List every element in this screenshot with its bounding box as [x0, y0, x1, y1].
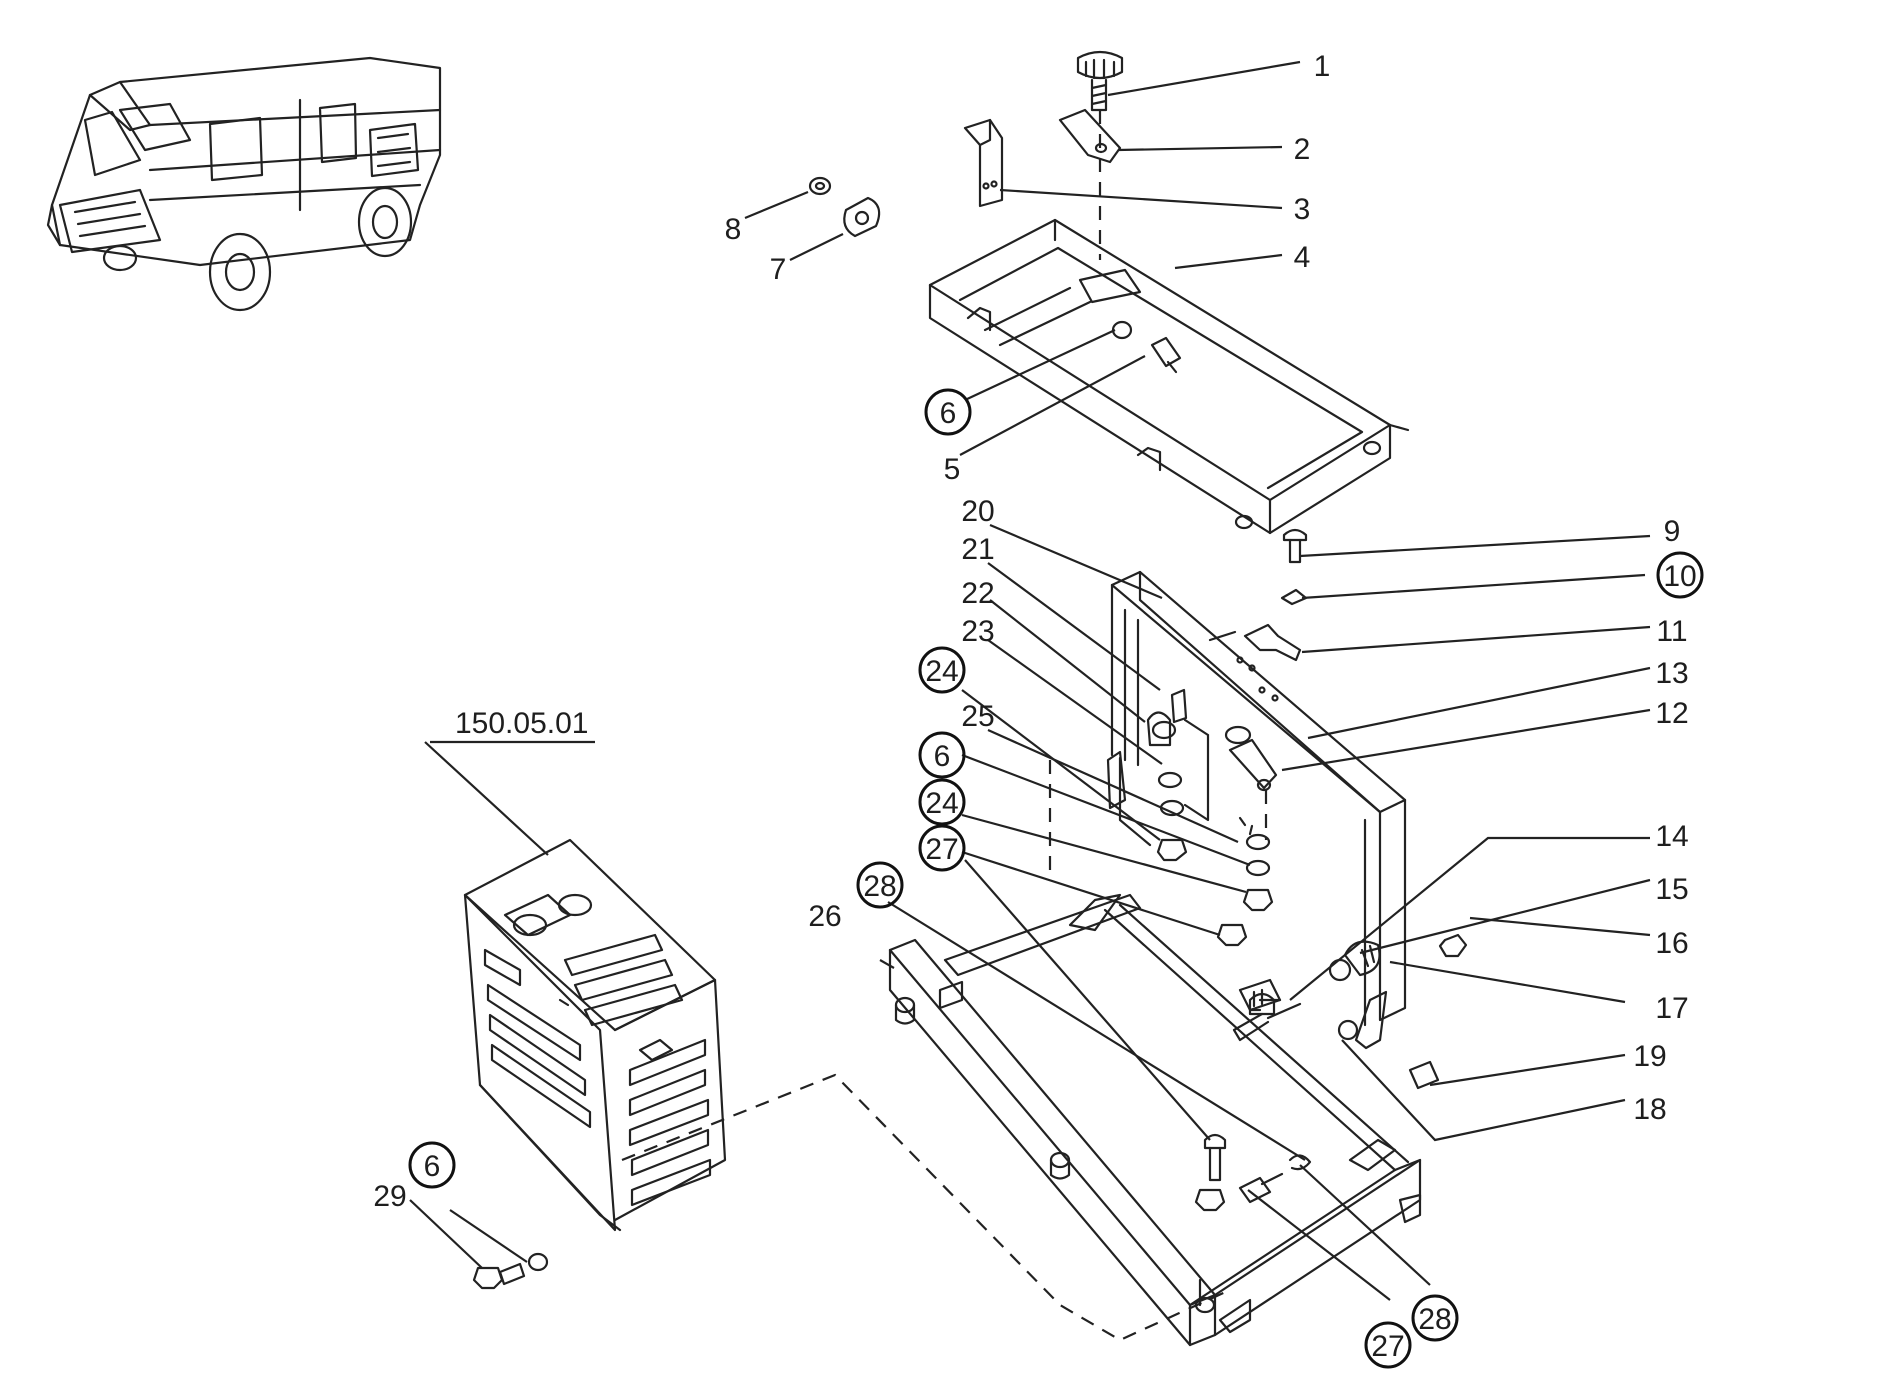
- callout-15: 15: [1655, 873, 1688, 906]
- support-rail: [888, 893, 1422, 1347]
- callout-1: 1: [1314, 50, 1331, 83]
- callout-number: 4: [1294, 241, 1311, 274]
- callout-8: 8: [725, 213, 742, 246]
- callout-number: 2: [1294, 133, 1311, 166]
- callout-10-circled: 10: [1656, 551, 1704, 599]
- callout-number: 3: [1294, 193, 1311, 226]
- callout-number: 17: [1655, 992, 1688, 1025]
- frame-hardware: [1118, 528, 1468, 1090]
- callout-circle: [856, 861, 904, 909]
- callout-14: 14: [1655, 820, 1688, 853]
- callout-26: 26: [808, 900, 841, 933]
- callout-number: 5: [944, 453, 961, 486]
- callout-circle: [408, 1141, 456, 1189]
- callout-2: 2: [1294, 133, 1311, 166]
- rail-hardware: [1194, 1133, 1312, 1212]
- callout-29: 29: [373, 1180, 406, 1213]
- callout-circle: [1364, 1321, 1412, 1369]
- callout-circle: [924, 388, 972, 436]
- assembly-lines: [621, 110, 1268, 1342]
- callout-27-circled: 27: [1364, 1321, 1412, 1369]
- callout-6-circled: 6: [408, 1141, 456, 1189]
- tray-fasteners: [808, 176, 1182, 374]
- callout-circle: [918, 646, 966, 694]
- callout-9: 9: [1664, 515, 1681, 548]
- callout-circle: [1656, 551, 1704, 599]
- callout-circle: [1411, 1294, 1459, 1342]
- cover-fasteners: [472, 1252, 549, 1290]
- callout-number: 11: [1656, 615, 1687, 648]
- callout-number: 6: [940, 397, 957, 430]
- callout-number: 27: [1371, 1330, 1404, 1363]
- callout-24-circled: 24: [918, 778, 966, 826]
- clamp-bolt: [1076, 50, 1124, 112]
- callout-number: 6: [424, 1150, 441, 1183]
- callout-number: 26: [808, 900, 841, 933]
- mounting-frame: [1106, 570, 1407, 1027]
- callout-circle: [918, 824, 966, 872]
- assembly-reference-label: 150.05.01: [455, 707, 588, 740]
- callout-number: 18: [1633, 1093, 1666, 1126]
- callout-number: 14: [1655, 820, 1688, 853]
- callout-23: 23: [961, 615, 994, 648]
- callout-number: 8: [725, 213, 742, 246]
- callout-labels: 1234567891011121314151617181920212223242…: [373, 50, 1704, 1369]
- callout-circle: [918, 731, 966, 779]
- callout-number: 24: [925, 787, 958, 820]
- callout-number: 15: [1655, 873, 1688, 906]
- callout-number: 7: [770, 253, 787, 286]
- callout-number: 16: [1655, 927, 1688, 960]
- callout-number: 28: [863, 870, 896, 903]
- leader-lines: [409, 60, 1651, 1301]
- callout-4: 4: [1294, 241, 1311, 274]
- callout-number: 28: [1418, 1303, 1451, 1336]
- callout-number: 27: [925, 833, 958, 866]
- battery-tray: [928, 218, 1410, 535]
- callout-28-circled: 28: [856, 861, 904, 909]
- callout-6-circled: 6: [918, 731, 966, 779]
- vehicle-thumbnail: [46, 56, 442, 312]
- callout-number: 19: [1633, 1040, 1666, 1073]
- callout-6-circled: 6: [924, 388, 972, 436]
- callout-25: 25: [961, 700, 994, 733]
- callout-circle: [918, 778, 966, 826]
- callout-11: 11: [1656, 615, 1687, 648]
- callout-number: 25: [961, 700, 994, 733]
- callout-number: 29: [373, 1180, 406, 1213]
- battery-cover: [463, 838, 727, 1232]
- callout-12: 12: [1655, 697, 1688, 730]
- callout-19: 19: [1633, 1040, 1666, 1073]
- callout-18: 18: [1633, 1093, 1666, 1126]
- callout-22: 22: [961, 577, 994, 610]
- callout-7: 7: [770, 253, 787, 286]
- callout-number: 13: [1655, 657, 1688, 690]
- callout-number: 1: [1314, 50, 1331, 83]
- callout-27-circled: 27: [918, 824, 966, 872]
- callout-3: 3: [1294, 193, 1311, 226]
- callout-5: 5: [944, 453, 961, 486]
- callout-16: 16: [1655, 927, 1688, 960]
- callout-number: 6: [934, 740, 951, 773]
- clamp-plate: [1058, 108, 1122, 164]
- callout-number: 21: [961, 533, 994, 566]
- callout-number: 10: [1663, 560, 1696, 593]
- callout-21: 21: [961, 533, 994, 566]
- callout-number: 12: [1655, 697, 1688, 730]
- angle-bracket: [963, 118, 1004, 208]
- callout-20: 20: [961, 495, 994, 528]
- callout-24-circled: 24: [918, 646, 966, 694]
- callout-28-circled: 28: [1411, 1294, 1459, 1342]
- callout-number: 23: [961, 615, 994, 648]
- callout-13: 13: [1655, 657, 1688, 690]
- callout-17: 17: [1655, 992, 1688, 1025]
- callout-number: 22: [961, 577, 994, 610]
- callout-number: 20: [961, 495, 994, 528]
- callout-number: 24: [925, 655, 958, 688]
- callout-number: 9: [1664, 515, 1681, 548]
